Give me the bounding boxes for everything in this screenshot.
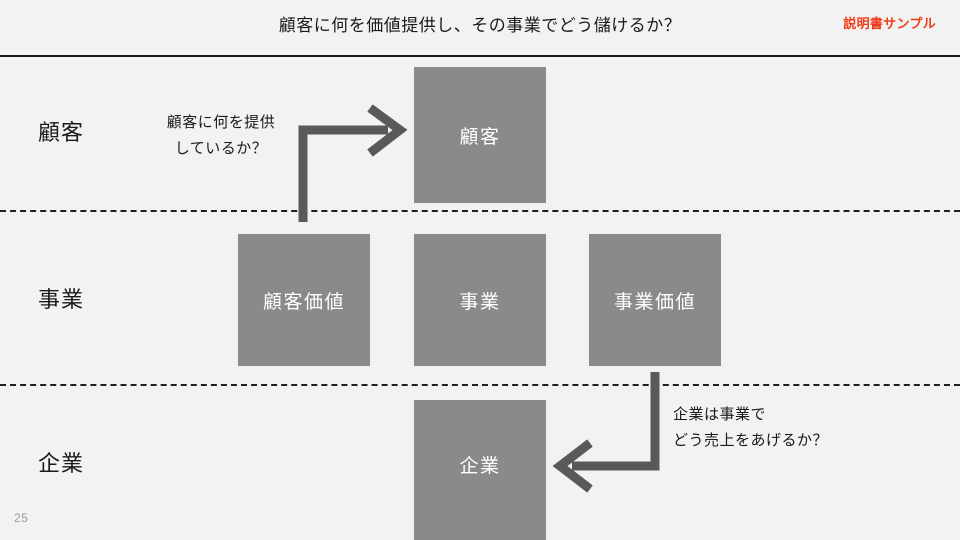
annotation-customer-question: 顧客に何を提供 しているか？	[150, 110, 292, 162]
row-label-customer: 顧客	[38, 120, 85, 145]
node-label-customer-value: 顧客価値	[262, 291, 345, 313]
node-box-business-value[interactable]: 事業価値	[589, 234, 721, 366]
node-label-customer: 顧客	[459, 126, 501, 148]
node-box-customer[interactable]: 顧客	[414, 67, 546, 203]
node-box-business[interactable]: 事業	[414, 234, 546, 366]
node-box-company[interactable]: 企業	[414, 400, 546, 540]
page-number: 25	[14, 511, 29, 525]
node-label-company: 企業	[459, 455, 501, 477]
annotation-company-question: 企業は事業で どう売上をあげるか？	[673, 402, 828, 454]
annotation-company-question-line2: どう売上をあげるか？	[673, 432, 829, 449]
arrow-customer-value-to-customer	[298, 104, 408, 222]
annotation-company-question-line1: 企業は事業で	[673, 406, 767, 423]
row-label-business: 事業	[38, 287, 85, 312]
page-title: 顧客に何を価値提供し、その事業でどう儲けるか？	[278, 16, 682, 35]
band-divider-business-company	[0, 384, 960, 386]
arrow-business-value-to-company	[552, 372, 660, 493]
band-divider-customer-business	[0, 210, 960, 212]
row-label-company: 企業	[38, 451, 85, 476]
node-label-business: 事業	[459, 291, 501, 313]
header-divider	[0, 55, 960, 57]
sample-badge: 説明書サンプル	[843, 16, 936, 31]
node-label-business-value: 事業価値	[613, 291, 696, 313]
annotation-customer-question-line1: 顧客に何を提供	[166, 114, 276, 131]
node-box-customer-value[interactable]: 顧客価値	[238, 234, 370, 366]
annotation-customer-question-line2: しているか？	[174, 140, 268, 157]
